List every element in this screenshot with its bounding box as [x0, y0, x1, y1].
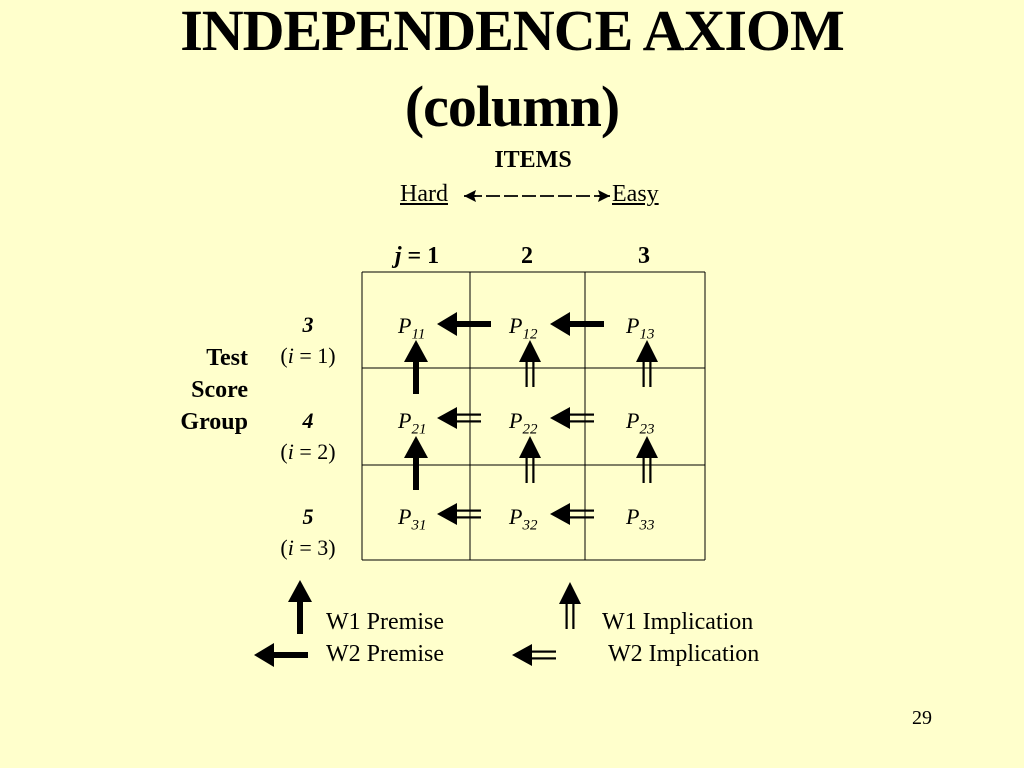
cell-p12-symbol: P — [509, 313, 523, 338]
row-3-i: i — [287, 535, 294, 560]
arrow-row3-b — [550, 503, 594, 525]
cell-p32-symbol: P — [509, 504, 523, 529]
items-label: ITEMS — [494, 147, 572, 173]
cell-p31: P31 — [398, 504, 426, 534]
row-label-1: 3 (i = 1) — [258, 309, 358, 371]
legend-w2-implication-arrow — [512, 644, 556, 666]
arrow-col1-a — [404, 340, 428, 394]
row-group-label-line-1: Test — [206, 345, 248, 371]
cell-p23: P23 — [626, 408, 654, 438]
j-variable: j — [394, 243, 402, 269]
row-3-score: 5 — [302, 504, 314, 529]
col-header-2: 2 — [521, 243, 533, 269]
title-line-2: (column) — [404, 74, 620, 139]
row-1-score: 3 — [302, 312, 314, 337]
easy-label: Easy — [612, 181, 659, 207]
legend-w1-premise-arrow — [288, 580, 312, 634]
row-2-score: 4 — [302, 408, 314, 433]
page-number: 29 — [912, 707, 932, 729]
row-label-3: 5 (i = 3) — [258, 501, 358, 563]
arrow-col3-b — [636, 436, 658, 483]
legend-w2-premise-arrow — [254, 643, 308, 667]
cell-p23-index: 23 — [639, 421, 655, 438]
cell-p13-symbol: P — [626, 313, 640, 338]
col-header-1-value: = 1 — [407, 243, 440, 269]
row-group-label: Test Score Group — [150, 342, 248, 438]
row-3-open: ( — [280, 535, 288, 560]
col-header-1: j = 1 — [386, 243, 448, 270]
row-1-open: ( — [280, 343, 288, 368]
row-group-label-line-2: Score — [191, 377, 248, 403]
cell-p22: P22 — [509, 408, 537, 438]
arrow-row2-b — [550, 407, 594, 429]
arrow-row1-a — [437, 312, 491, 336]
cell-p11-index: 11 — [411, 326, 426, 343]
cell-p33-index: 33 — [639, 517, 655, 534]
cell-p22-index: 22 — [522, 421, 538, 438]
row-2-eq: = 2) — [293, 439, 336, 464]
row-1-eq: = 1) — [293, 343, 336, 368]
cell-p33: P33 — [626, 504, 654, 534]
cell-p31-symbol: P — [398, 504, 412, 529]
arrow-row3-a — [437, 503, 481, 525]
row-1-i: i — [287, 343, 294, 368]
legend-w1-implication-arrow — [559, 582, 581, 629]
row-2-i: i — [287, 439, 294, 464]
cell-p22-symbol: P — [509, 408, 523, 433]
cell-p13: P13 — [626, 313, 654, 343]
row-label-2: 4 (i = 2) — [258, 405, 358, 467]
cell-p21-index: 21 — [411, 421, 427, 438]
col-header-3: 3 — [638, 243, 650, 269]
legend-w1-premise: W1 Premise — [326, 609, 444, 635]
cell-p33-symbol: P — [626, 504, 640, 529]
hard-label: Hard — [400, 181, 448, 207]
legend-w2-premise: W2 Premise — [326, 641, 444, 667]
arrow-col3-a — [636, 340, 658, 387]
title-line-1: INDEPENDENCE AXIOM — [180, 0, 845, 63]
legend-w1-implication: W1 Implication — [602, 609, 754, 635]
cell-p21-symbol: P — [398, 408, 412, 433]
row-2-open: ( — [280, 439, 288, 464]
cell-p12: P12 — [509, 313, 537, 343]
arrow-col2-b — [519, 436, 541, 483]
cell-p13-index: 13 — [639, 326, 655, 343]
cell-p32: P32 — [509, 504, 537, 534]
cell-p12-index: 12 — [522, 326, 538, 343]
arrow-col1-b — [404, 436, 428, 490]
legend-w2-implication: W2 Implication — [608, 641, 760, 667]
arrow-row1-b — [550, 312, 604, 336]
hard-easy-arrow — [464, 190, 610, 202]
cell-p21: P21 — [398, 408, 426, 438]
cell-p23-symbol: P — [626, 408, 640, 433]
row-group-label-line-3: Group — [180, 409, 248, 435]
row-3-eq: = 3) — [293, 535, 336, 560]
cell-p11-symbol: P — [398, 313, 412, 338]
cell-p11: P11 — [398, 313, 425, 343]
arrow-row2-a — [437, 407, 481, 429]
cell-p32-index: 32 — [522, 517, 538, 534]
cell-p31-index: 31 — [411, 517, 427, 534]
arrow-col2-a — [519, 340, 541, 387]
